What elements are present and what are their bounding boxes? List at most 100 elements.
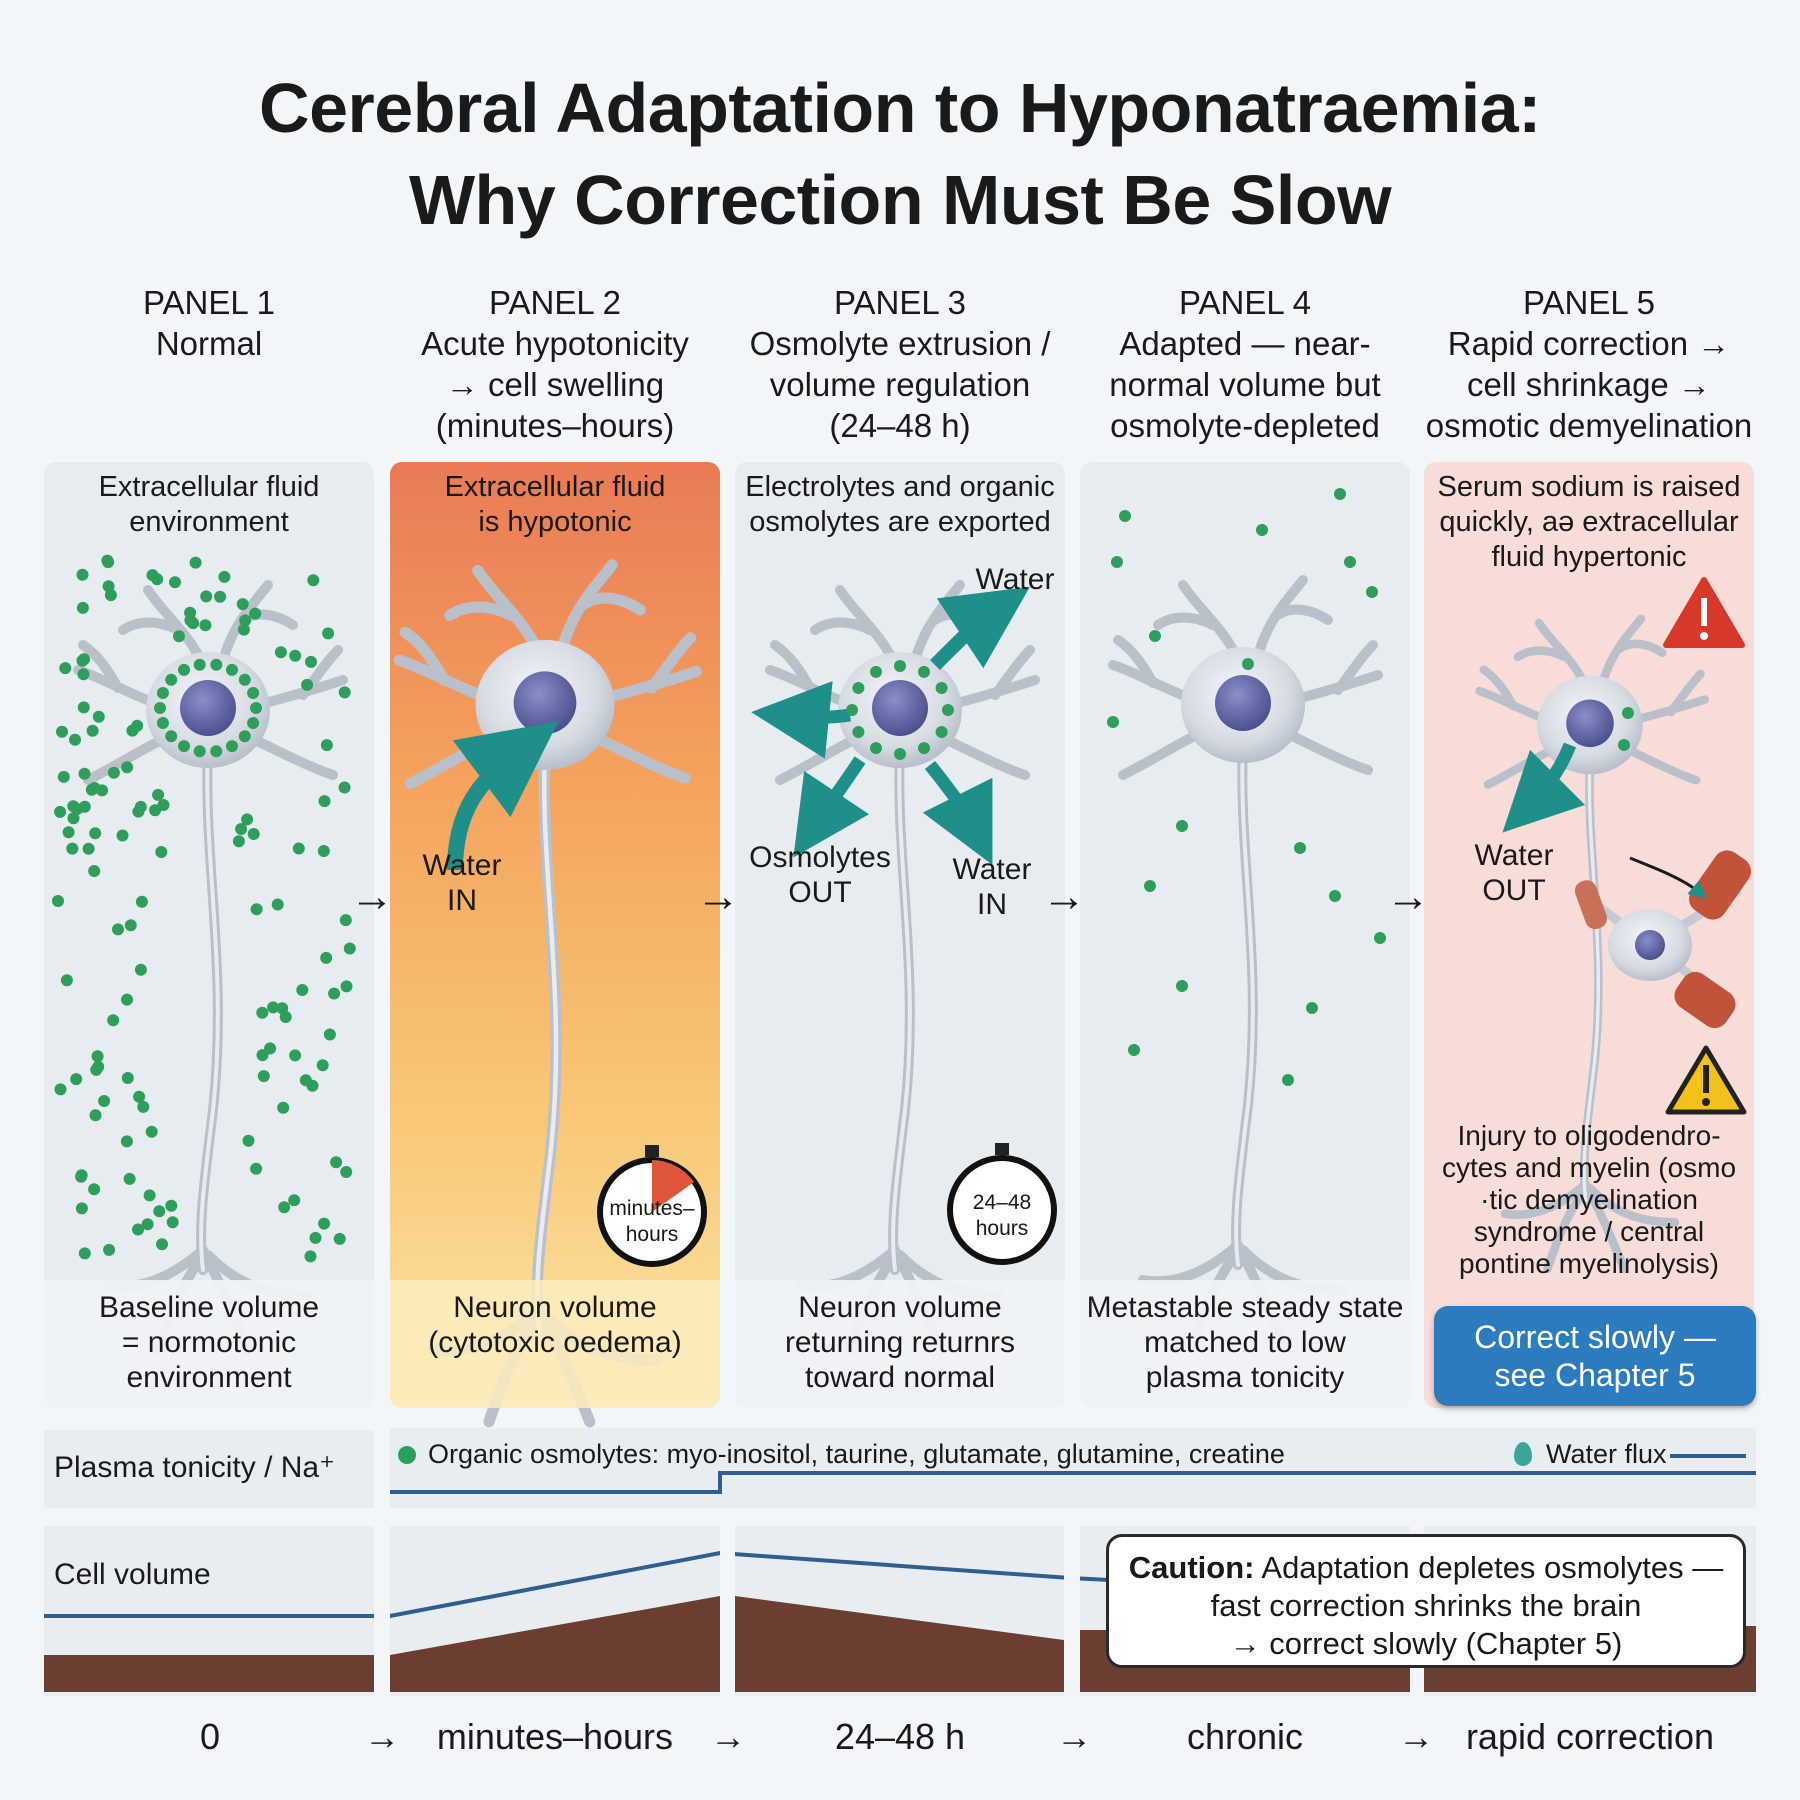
osmolyte-dot	[178, 663, 190, 676]
osmolyte-dot	[134, 800, 147, 813]
water-in-arrow-2	[922, 760, 993, 865]
osmolyte-dot	[1282, 1074, 1294, 1086]
osmolyte-dot	[154, 702, 166, 714]
panel-5-top-text: Serum sodium is raised quickly, aә extra…	[1424, 470, 1754, 575]
osmolyte-dot	[870, 665, 882, 678]
osmolyte-dot	[54, 1083, 67, 1096]
osmolyte-dot	[309, 1231, 322, 1244]
osmolyte-dot	[249, 607, 262, 620]
osmolyte-dot	[338, 781, 351, 794]
osmolyte-dot	[1374, 932, 1386, 944]
osmolyte-dot	[218, 570, 231, 583]
osmolyte-dot	[339, 914, 352, 927]
osmolyte-dot	[1306, 1002, 1318, 1014]
panel-3-heading: PANEL 3 Osmolyte extrusion / volume regu…	[735, 282, 1065, 446]
osmolyte-dot	[343, 942, 356, 955]
panel-3-top-text: Electrolytes and organic osmolytes are e…	[735, 470, 1065, 540]
legend-water-flux: Water flux	[1546, 1439, 1667, 1469]
panel-4-footer: Metastable steady state matched to low p…	[1080, 1280, 1410, 1408]
timer-label: minutes– hours	[607, 1196, 697, 1248]
water-out-label: Water	[975, 563, 1055, 596]
osmolyte-dot	[256, 1006, 269, 1019]
text-line: pontine myelinolysis)	[1459, 1248, 1719, 1279]
text-line: hours	[625, 1223, 679, 1246]
osmolyte-dot	[145, 1125, 158, 1138]
panel-number: PANEL 1	[142, 284, 276, 321]
osmolyte-dot	[238, 730, 251, 743]
osmolyte-dot	[107, 1014, 120, 1027]
osmolyte-dot	[75, 1170, 88, 1183]
osmolyte-dot	[86, 724, 99, 737]
timeline-label: 24–48 h	[834, 1716, 966, 1757]
osmolyte-dot	[59, 662, 72, 675]
panel-number: PANEL 5	[1522, 284, 1656, 321]
osmolyte-dot	[116, 829, 129, 842]
osmolyte-dot	[247, 717, 260, 729]
osmolyte-dot	[340, 1166, 353, 1178]
warning-icon	[1665, 1045, 1747, 1115]
text-line: Electrolytes and organic	[745, 471, 1055, 503]
osmolyte-dot	[235, 823, 248, 835]
panel-title: Adapted — near-	[1119, 325, 1371, 362]
osmolyte-dot	[199, 619, 212, 632]
text-line: environment	[126, 1361, 292, 1394]
osmolyte-dot	[57, 770, 70, 783]
oligodendrocyte-illustration	[1574, 850, 1751, 1029]
text-line: Extracellular fluid	[98, 471, 320, 503]
panel-title: → cell swelling	[445, 366, 665, 403]
osmolyte-dot-icon	[398, 1446, 416, 1464]
panel-title: (24–48 h)	[829, 407, 971, 444]
text-line: plasma tonicity	[1145, 1361, 1345, 1394]
osmolyte-dot	[232, 835, 245, 848]
water-in-arrow	[447, 721, 559, 871]
text-line: (cytotoxic oedema)	[428, 1326, 682, 1359]
osmolyte-dot	[1344, 556, 1356, 568]
osmolyte-dot	[852, 726, 865, 738]
osmolyte-dot	[1256, 524, 1268, 536]
osmolyte-dot	[152, 788, 165, 801]
osmolyte-dot	[942, 704, 954, 716]
osmolyte-dot	[1144, 880, 1156, 892]
osmolyte-dot	[143, 1189, 156, 1202]
osmolyte-dot	[52, 895, 64, 907]
water-in-label: Water IN	[932, 852, 1052, 922]
osmolyte-dot	[1107, 716, 1119, 728]
timeline-arrow: →	[710, 1716, 746, 1757]
text-line: hours	[975, 1217, 1029, 1240]
panel-5-heading: PANEL 5 Rapid correction → cell shrinkag…	[1424, 282, 1754, 446]
text-line: matched to low	[1144, 1326, 1346, 1359]
osmolyte-dot	[271, 898, 284, 911]
osmolyte-dot	[178, 740, 190, 753]
arrow-right-icon: →	[1042, 872, 1086, 921]
text-line: syndrome / central	[1473, 1216, 1705, 1247]
osmolyte-dot	[134, 963, 147, 976]
osmolyte-dot	[305, 655, 317, 668]
footer-text: Neuron volume (cytotoxic oedema)	[390, 1290, 720, 1360]
panel-4-heading: PANEL 4 Adapted — near- normal volume bu…	[1080, 282, 1410, 446]
osmolyte-dot	[210, 658, 223, 671]
text-line: Water	[422, 849, 502, 882]
osmolyte-dot	[89, 827, 102, 840]
osmolyte-dot	[165, 673, 178, 686]
panel-number: PANEL 3	[833, 284, 967, 321]
injury-text: Injury to oligodendro- cytes and myelin …	[1424, 1120, 1754, 1280]
osmolyte-dot	[92, 710, 105, 723]
osmolyte-dot	[304, 1250, 317, 1263]
panel-title: (minutes–hours)	[435, 407, 675, 444]
text-line: ·tic demyelination	[1480, 1184, 1698, 1215]
osmolyte-dot	[241, 813, 254, 826]
title-line-1: Cerebral Adaptation to Hyponatraemia:	[259, 69, 1541, 147]
osmolyte-dot	[137, 1100, 150, 1113]
correct-slowly-button[interactable]: Correct slowly — see Chapter 5	[1434, 1306, 1756, 1406]
osmolyte-dot	[237, 623, 250, 636]
osmolyte-dot	[66, 842, 79, 855]
text-line: Water	[1474, 839, 1554, 872]
osmolyte-dot	[1294, 842, 1306, 854]
osmolyte-dot	[323, 1028, 336, 1041]
osmolyte-dot	[156, 1238, 168, 1251]
timeline-arrow: →	[364, 1716, 400, 1757]
osmolyte-dot	[277, 1101, 290, 1114]
osmolyte-dot	[1176, 980, 1188, 992]
osmolyte-dot	[238, 673, 251, 686]
text-line: fluid hypertonic	[1491, 541, 1687, 573]
